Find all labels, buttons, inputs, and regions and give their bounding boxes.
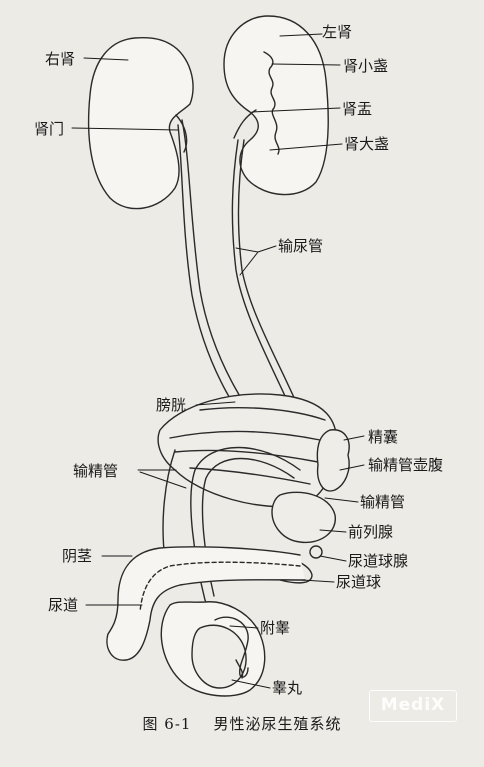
label-prostate: 前列腺 xyxy=(348,523,394,541)
leader-prostate xyxy=(319,529,347,533)
bladder-fold-4 xyxy=(199,407,326,421)
label-urethra: 尿道 xyxy=(48,596,79,614)
figure-title: 男性泌尿生殖系统 xyxy=(213,715,342,733)
leader-ureter-2 xyxy=(239,251,259,276)
leader-ampulla xyxy=(339,464,365,471)
label-minor-calyx: 肾小盏 xyxy=(343,57,389,75)
label-testis: 睾丸 xyxy=(272,679,303,697)
leader-epididymis xyxy=(229,625,259,629)
leader-left-kidney xyxy=(279,33,323,37)
label-vas-deferens-right: 输精管 xyxy=(360,493,406,511)
leader-renal-pelvis xyxy=(251,107,341,113)
leader-bladder xyxy=(195,401,236,406)
epididymis-shape xyxy=(214,616,249,678)
label-vas-deferens-left: 输精管 xyxy=(73,462,119,480)
leader-minor-calyx xyxy=(271,63,341,66)
label-bladder: 膀胱 xyxy=(156,396,187,414)
bulbourethral-gland-shape xyxy=(309,545,323,559)
epididymis-tail xyxy=(235,659,244,679)
figure-caption: 图 6-1 男性泌尿生殖系统 xyxy=(0,713,484,734)
label-urethral-bulb: 尿道球 xyxy=(336,573,382,591)
leader-bulbourethral xyxy=(319,555,347,562)
leader-seminal-vesicle xyxy=(343,435,365,441)
testis-shape xyxy=(191,624,247,689)
right-kidney-shape xyxy=(87,36,194,210)
label-ampulla: 输精管壶腹 xyxy=(368,456,444,474)
label-ureter: 输尿管 xyxy=(278,237,324,255)
penis-shape xyxy=(106,546,306,661)
left-ureter-2 xyxy=(237,139,309,433)
leader-right-kidney xyxy=(83,57,129,61)
bladder-fold-2 xyxy=(174,449,319,463)
label-renal-pelvis: 肾盂 xyxy=(342,100,373,118)
leader-renal-hilum xyxy=(71,127,179,131)
leader-vas-deferens-split-2 xyxy=(139,471,187,489)
label-epididymis: 附睾 xyxy=(260,619,291,637)
label-bulbourethral-gland: 尿道球腺 xyxy=(348,552,409,570)
medix-watermark: MediX xyxy=(369,690,457,722)
leader-testis xyxy=(231,679,271,689)
label-major-calyx: 肾大盏 xyxy=(344,135,390,153)
bladder-fold-1 xyxy=(169,430,321,441)
leader-major-calyx xyxy=(269,143,343,151)
seminal-vesicle-shape xyxy=(316,429,350,492)
label-renal-hilum: 肾门 xyxy=(34,120,65,138)
figure-number: 图 6-1 xyxy=(142,715,192,733)
left-kidney-shape xyxy=(223,15,329,196)
minor-calyx-shape xyxy=(263,51,280,155)
left-ureter xyxy=(231,139,301,431)
label-penis: 阴茎 xyxy=(62,547,93,565)
label-seminal-vesicle: 精囊 xyxy=(368,428,399,446)
leader-vas-deferens-right xyxy=(324,497,359,503)
penis-dashed-urethra xyxy=(139,561,301,613)
bladder-fold-3 xyxy=(189,467,311,485)
label-left-kidney: 左肾 xyxy=(322,23,353,41)
prostate-shape xyxy=(271,491,336,544)
label-right-kidney: 右肾 xyxy=(45,50,76,68)
right-kidney-inner xyxy=(175,114,188,153)
leader-ureter xyxy=(235,245,277,253)
leader-urethral-bulb xyxy=(301,579,335,583)
